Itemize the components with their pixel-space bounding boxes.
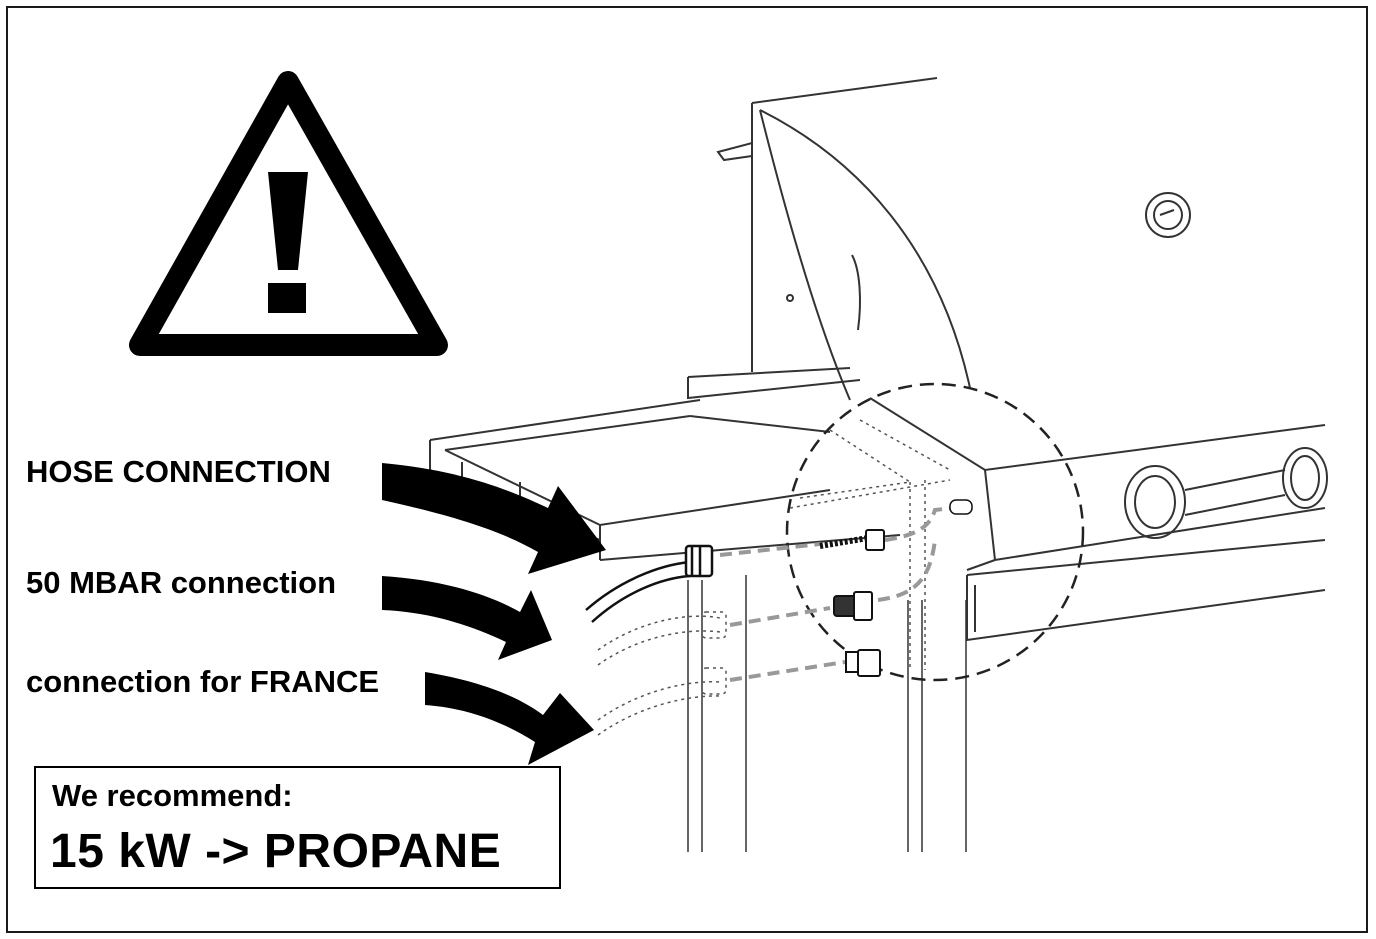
grill-lid	[716, 77, 1191, 401]
hidden-lines	[597, 419, 951, 736]
grill-legs	[687, 575, 967, 852]
france-connection-label: connection for FRANCE	[26, 664, 380, 699]
detail-circle	[785, 382, 1085, 682]
curved-arrow-icon	[382, 463, 606, 765]
gas-hose	[585, 544, 714, 623]
recommendation-heading: We recommend:	[52, 778, 293, 813]
gas-routing-lines	[719, 506, 953, 682]
warning-triangle-icon	[129, 71, 448, 356]
hose-connection-label: HOSE CONNECTION	[26, 454, 331, 489]
mbar-connection-label: 50 MBAR connection	[26, 565, 337, 600]
recommendation-box: We recommend: 15 kW -> PROPANE	[34, 766, 561, 889]
grill-body	[599, 397, 1328, 642]
hose-fittings	[819, 499, 973, 677]
diagram-frame	[6, 6, 1368, 933]
recommendation-value: 15 kW -> PROPANE	[50, 825, 502, 878]
